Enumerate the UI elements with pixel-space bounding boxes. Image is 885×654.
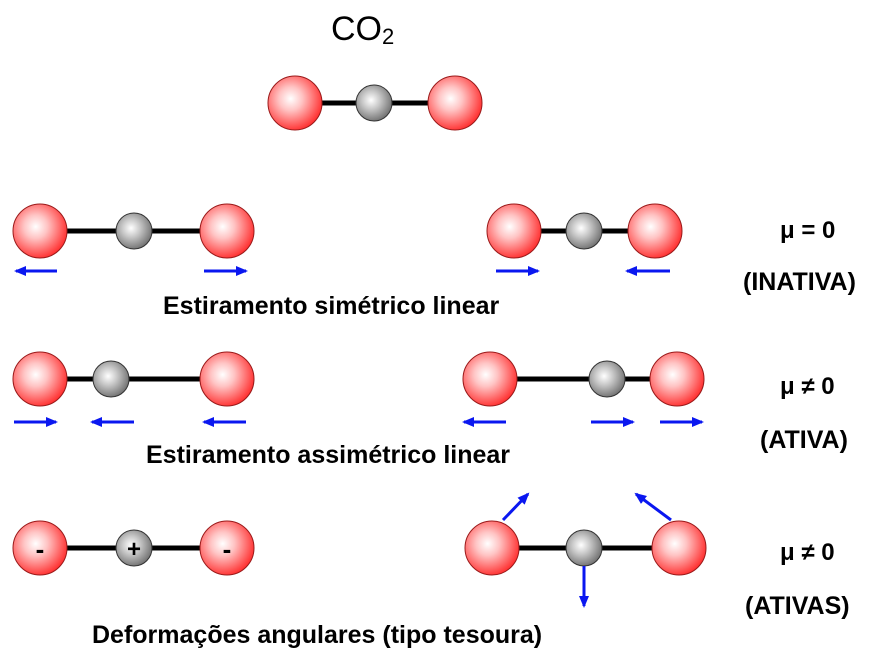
oxygen-atom	[649, 351, 705, 407]
oxygen-atom	[12, 351, 68, 407]
oxygen-atom	[462, 351, 518, 407]
title-main: CO	[331, 10, 382, 48]
carbon-atom	[115, 529, 153, 567]
carbon-atom	[355, 84, 393, 122]
arrow-up-left	[634, 492, 672, 522]
row-3-activity: (ATIVAS)	[745, 592, 850, 620]
title-subscript: 2	[382, 24, 395, 49]
oxygen-atom	[199, 351, 255, 407]
oxygen-atom	[199, 203, 255, 259]
bending-molecule-right	[464, 492, 707, 608]
symmetric-stretch-molecule-right	[486, 203, 683, 276]
bending-molecule-left: - + -	[12, 520, 255, 576]
carbon-atom	[588, 360, 626, 398]
arrow-up-right	[501, 492, 530, 522]
title-molecule	[267, 75, 483, 131]
oxygen-atom	[486, 203, 542, 259]
carbon-atom	[115, 212, 153, 250]
charge-label-right-oxygen: -	[223, 534, 232, 564]
row-3-dipole: μ ≠ 0	[780, 539, 835, 566]
row-2-activity: (ATIVA)	[760, 426, 848, 454]
carbon-atom	[565, 212, 603, 250]
oxygen-atom	[267, 75, 323, 131]
oxygen-atom	[199, 520, 255, 576]
carbon-atom	[565, 529, 603, 567]
symmetric-stretch-molecule-left	[12, 203, 255, 276]
oxygen-atom	[464, 520, 520, 576]
row-1-dipole: μ = 0	[780, 217, 836, 244]
charge-label-carbon: +	[127, 536, 141, 563]
asymmetric-stretch-molecule-right	[462, 351, 705, 427]
oxygen-atom	[651, 520, 707, 576]
row-2-dipole: μ ≠ 0	[780, 373, 835, 400]
row-3-caption: Deformações angulares (tipo tesoura)	[92, 621, 543, 649]
oxygen-atom	[12, 520, 68, 576]
asymmetric-stretch-molecule-left	[12, 351, 255, 427]
page-title: CO2	[331, 10, 394, 49]
row-1-caption: Estiramento simétrico linear	[163, 292, 500, 320]
charge-label-left-oxygen: -	[36, 534, 45, 564]
row-1-activity: (INATIVA)	[743, 268, 856, 296]
oxygen-atom	[627, 203, 683, 259]
row-2-caption: Estiramento assimétrico linear	[146, 441, 511, 469]
oxygen-atom	[427, 75, 483, 131]
carbon-atom	[92, 360, 130, 398]
oxygen-atom	[12, 203, 68, 259]
